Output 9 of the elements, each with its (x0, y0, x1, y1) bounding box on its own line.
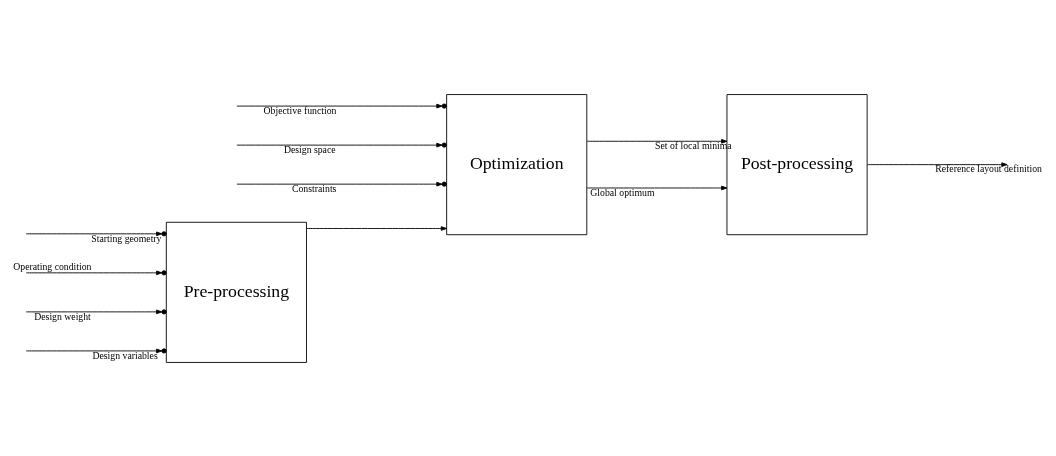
edge-label: Starting geometry (91, 232, 162, 244)
edge-label: Objective function (263, 104, 337, 116)
edge-label: Reference layout definition (935, 162, 1042, 174)
edge-label: Global optimum (590, 186, 655, 198)
edge-label: Operating condition (13, 260, 92, 272)
edge-label: Design weight (34, 310, 91, 322)
edge-label: Design variables (92, 349, 158, 361)
edge-label: Design space (283, 143, 336, 155)
edge-label: Constraints (291, 182, 337, 194)
